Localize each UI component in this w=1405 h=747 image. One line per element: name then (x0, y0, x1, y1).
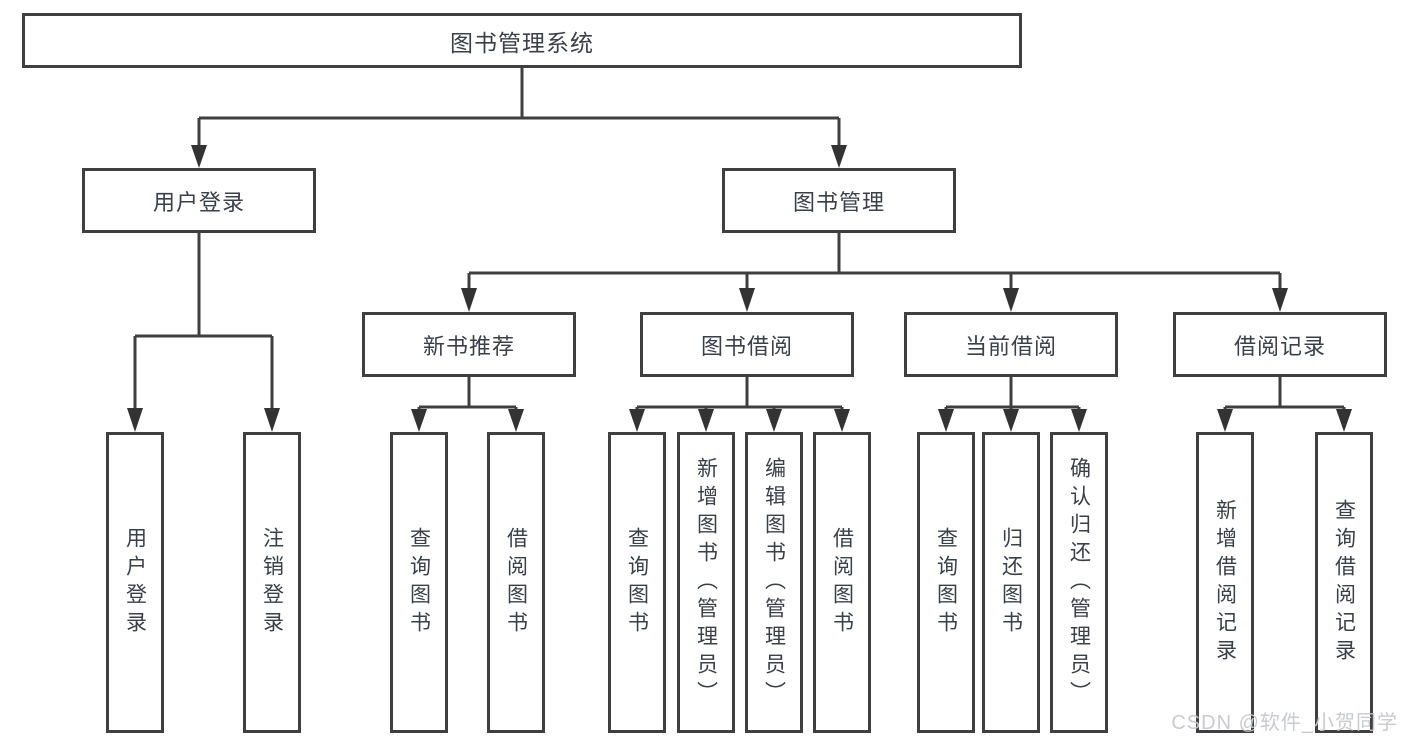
node-label: 查询图书 (625, 526, 649, 639)
csdn-watermark: CSDN @软件_小贺同学 (1171, 712, 1398, 734)
node-book-management: 图书管理 (722, 168, 956, 233)
leaf-query-books-current: 查询图书 (917, 432, 975, 733)
node-label: 新书推荐 (422, 333, 515, 359)
node-user-login: 用户登录 (82, 168, 316, 233)
node-label: 归还图书 (999, 526, 1023, 639)
node-label: 注销登录 (260, 526, 284, 639)
leaf-borrow-books-borrowing: 借阅图书 (813, 432, 871, 733)
leaf-edit-book-admin: 编辑图书（管理员） (745, 432, 803, 733)
node-label: 确认归还（管理员） (1067, 456, 1091, 709)
node-label: 借阅图书 (504, 526, 528, 639)
node-label: 查询图书 (934, 526, 958, 639)
leaf-return-book: 归还图书 (982, 432, 1040, 733)
node-label: 用户登录 (123, 526, 147, 639)
leaf-add-book-admin: 新增图书（管理员） (677, 432, 735, 733)
node-library-management-system: 图书管理系统 (22, 13, 1022, 68)
node-label: 新增借阅记录 (1213, 498, 1237, 667)
node-label: 借阅记录 (1233, 333, 1326, 359)
node-label: 新增图书（管理员） (694, 456, 718, 709)
arrowheads (127, 145, 1352, 432)
node-current-borrowing: 当前借阅 (904, 312, 1118, 377)
node-new-book-recommendation: 新书推荐 (362, 312, 576, 377)
node-label: 图书管理系统 (450, 29, 594, 56)
node-label: 编辑图书（管理员） (762, 456, 786, 709)
leaf-borrow-books-recommend: 借阅图书 (487, 432, 545, 733)
leaf-query-books-recommend: 查询图书 (390, 432, 448, 733)
node-label: 查询图书 (407, 526, 431, 639)
node-borrow-records: 借阅记录 (1173, 312, 1387, 377)
leaf-query-borrow-record: 查询借阅记录 (1315, 432, 1373, 733)
node-label: 用户登录 (152, 189, 245, 215)
leaf-logout: 注销登录 (243, 432, 301, 733)
leaf-add-borrow-record: 新增借阅记录 (1196, 432, 1254, 733)
node-label: 图书借阅 (700, 333, 793, 359)
node-label: 当前借阅 (964, 333, 1057, 359)
leaf-confirm-return-admin: 确认归还（管理员） (1050, 432, 1108, 733)
leaf-user-login: 用户登录 (106, 432, 164, 733)
node-label: 查询借阅记录 (1332, 498, 1356, 667)
node-book-borrowing: 图书借阅 (640, 312, 854, 377)
node-label: 图书管理 (792, 189, 885, 215)
leaf-query-books-borrowing: 查询图书 (608, 432, 666, 733)
node-label: 借阅图书 (830, 526, 854, 639)
